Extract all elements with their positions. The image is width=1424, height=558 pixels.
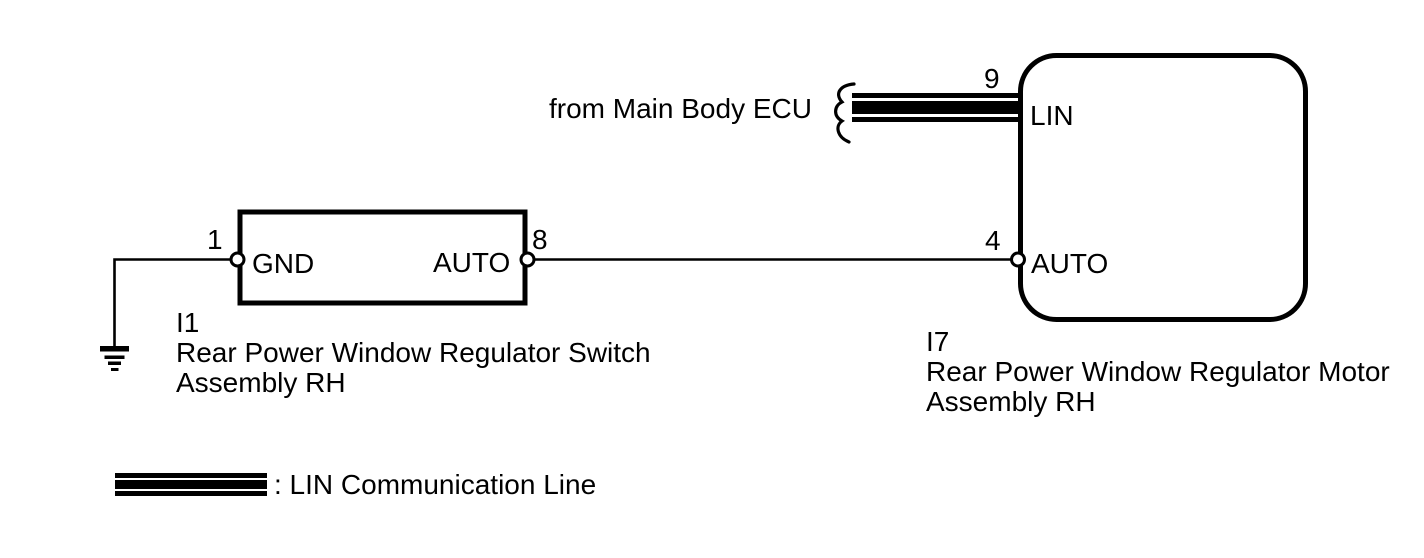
pin-circle-switch-auto <box>519 251 536 268</box>
ground-bar-3 <box>108 361 121 365</box>
ground-bar-2 <box>104 355 125 359</box>
ground-symbol <box>100 346 129 371</box>
wire-break-symbol <box>834 82 856 144</box>
lin-line-stripe-middle <box>852 101 1018 114</box>
ground-bar-1 <box>100 346 129 352</box>
legend-lin-line-symbol <box>115 473 267 496</box>
ground-bar-4 <box>111 368 119 371</box>
motor-pin-auto-label: AUTO <box>1031 248 1109 279</box>
switch-assembly-code: I1 <box>176 307 200 338</box>
switch-pin-gnd-label: GND <box>252 248 315 279</box>
motor-pin-lin-label: LIN <box>1030 100 1074 131</box>
switch-pin-gnd-number: 1 <box>207 224 223 255</box>
switch-assembly-caption: I1 Rear Power Window Regulator Switch As… <box>176 308 651 398</box>
switch-assembly-name-line2: Assembly RH <box>176 367 346 398</box>
pin-circle-switch-gnd <box>229 251 246 268</box>
switch-pin-auto-number: 8 <box>532 224 548 255</box>
lin-line-stripe-top <box>852 93 1018 98</box>
legend-label: : LIN Communication Line <box>274 469 597 500</box>
motor-assembly-caption: I7 Rear Power Window Regulator Motor Ass… <box>926 327 1390 417</box>
legend-stripe-top <box>115 473 267 478</box>
legend-stripe-middle <box>115 480 267 489</box>
motor-assembly-name-line2: Assembly RH <box>926 386 1096 417</box>
legend-stripe-bottom <box>115 491 267 496</box>
lin-line-stripe-bottom <box>852 117 1018 122</box>
motor-assembly-code: I7 <box>926 326 950 357</box>
from-main-body-ecu-label: from Main Body ECU <box>549 93 812 124</box>
lin-communication-line <box>852 93 1018 122</box>
wire-to-ground <box>113 258 238 347</box>
switch-pin-auto-label: AUTO <box>433 247 511 278</box>
motor-pin-auto-number: 4 <box>985 225 1001 256</box>
motor-pin-lin-number: 9 <box>984 63 1000 94</box>
pin-circle-motor-auto <box>1010 251 1026 268</box>
motor-assembly-box <box>1018 53 1308 322</box>
switch-assembly-name-line1: Rear Power Window Regulator Switch <box>176 337 651 368</box>
motor-assembly-name-line1: Rear Power Window Regulator Motor <box>926 356 1390 387</box>
